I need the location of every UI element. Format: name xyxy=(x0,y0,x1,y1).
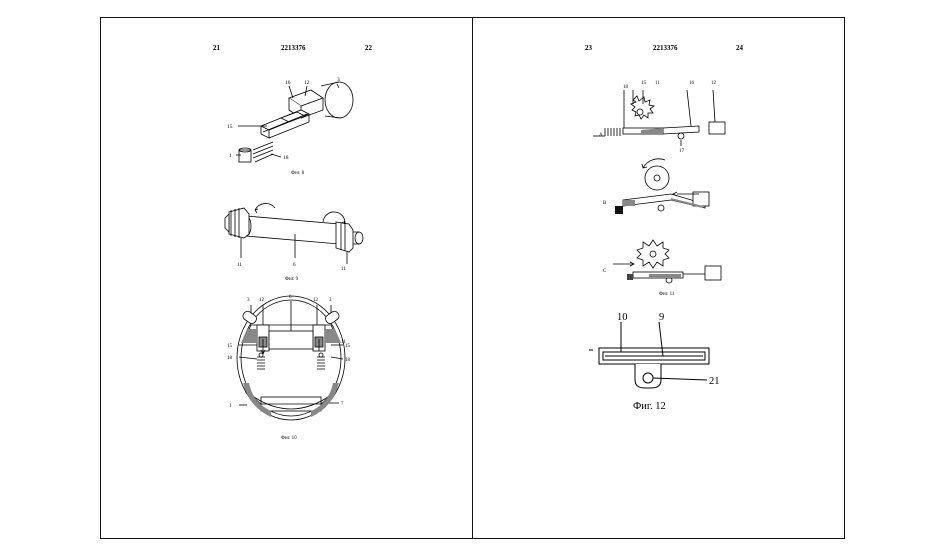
page-number-right: 22 xyxy=(365,44,372,52)
fig10-label-18a: 18 xyxy=(227,356,233,361)
fig9-label-6: 6 xyxy=(293,263,296,268)
fig11-row-c: C xyxy=(603,269,607,274)
fig8-label-12: 12 xyxy=(304,80,310,86)
fig8-label-15: 15 xyxy=(227,124,233,130)
figure-10-drawing xyxy=(236,295,346,421)
fig10-label-3b: 3 xyxy=(329,298,332,303)
figure-8-drawing xyxy=(236,81,354,163)
patent-number: 2213376 xyxy=(281,44,306,52)
figure-9-labels: 11 6 11 Фиг. 9 xyxy=(237,263,346,282)
fig8-label-3: 3 xyxy=(337,77,340,83)
fig10-label-15a: 15 xyxy=(227,344,233,349)
patent-page-right: 23 2213376 24 xyxy=(472,17,845,539)
fig11-label-15: 15 xyxy=(641,81,647,86)
fig10-label-12a: 12 xyxy=(259,298,265,303)
figure-11-drawing xyxy=(593,89,726,284)
fig10-label-11: 11 xyxy=(341,340,346,345)
fig10-label-6: 6 xyxy=(289,295,292,300)
fig11-row-a: A xyxy=(599,133,603,138)
fig12-label-10: 10 xyxy=(617,312,628,323)
figure-12-drawing xyxy=(589,321,710,389)
page-number-left: 23 xyxy=(585,44,592,52)
fig12-caption: Фиг. 12 xyxy=(633,401,666,412)
fig8-label-1: 1 xyxy=(229,153,232,159)
fig11-label-16: 16 xyxy=(689,81,695,86)
fig11-label-11: 11 xyxy=(655,81,660,86)
page-number-right: 24 xyxy=(736,44,743,52)
fig10-label-1: 1 xyxy=(229,404,232,409)
fig10-label-12b: 12 xyxy=(313,298,319,303)
fig10-caption: Фиг. 10 xyxy=(281,436,297,441)
fig11-label-18: 18 xyxy=(623,85,629,90)
fig10-label-18b: 18 xyxy=(345,358,351,363)
fig12-label-9: 9 xyxy=(659,312,664,323)
fig8-label-18: 18 xyxy=(283,155,289,161)
figure-12-labels: 10 9 21 Фиг. 12 xyxy=(617,312,720,412)
fig12-label-21: 21 xyxy=(709,376,720,387)
fig9-label-11a: 11 xyxy=(237,263,242,268)
fig10-label-3a: 3 xyxy=(247,298,250,303)
page-number-left: 21 xyxy=(213,44,220,52)
figure-8-labels: 16 12 3 15 1 18 Фиг. 8 xyxy=(227,77,340,176)
fig9-label-11b: 11 xyxy=(341,267,346,272)
figure-9-drawing xyxy=(224,203,364,264)
fig11-label-12: 12 xyxy=(711,81,717,86)
patent-page-left: 21 2213376 22 xyxy=(100,17,473,539)
fig11-label-17: 17 xyxy=(679,149,685,154)
fig8-label-16: 16 xyxy=(285,80,291,86)
fig8-caption: Фиг. 8 xyxy=(291,171,305,176)
patent-number: 2213376 xyxy=(653,44,678,52)
fig11-caption: Фиг. 11 xyxy=(659,292,675,297)
fig10-label-15b: 15 xyxy=(345,344,351,349)
figure-10-labels: 3 12 6 12 3 11 15 15 18 18 1 7 Фиг. 10 xyxy=(227,295,351,441)
fig11-row-b: B xyxy=(603,201,607,206)
figure-11-labels: 18 15 11 16 12 17 A B C Фиг. 11 xyxy=(599,81,717,297)
fig9-caption: Фиг. 9 xyxy=(285,277,299,282)
fig10-label-7: 7 xyxy=(341,402,344,407)
